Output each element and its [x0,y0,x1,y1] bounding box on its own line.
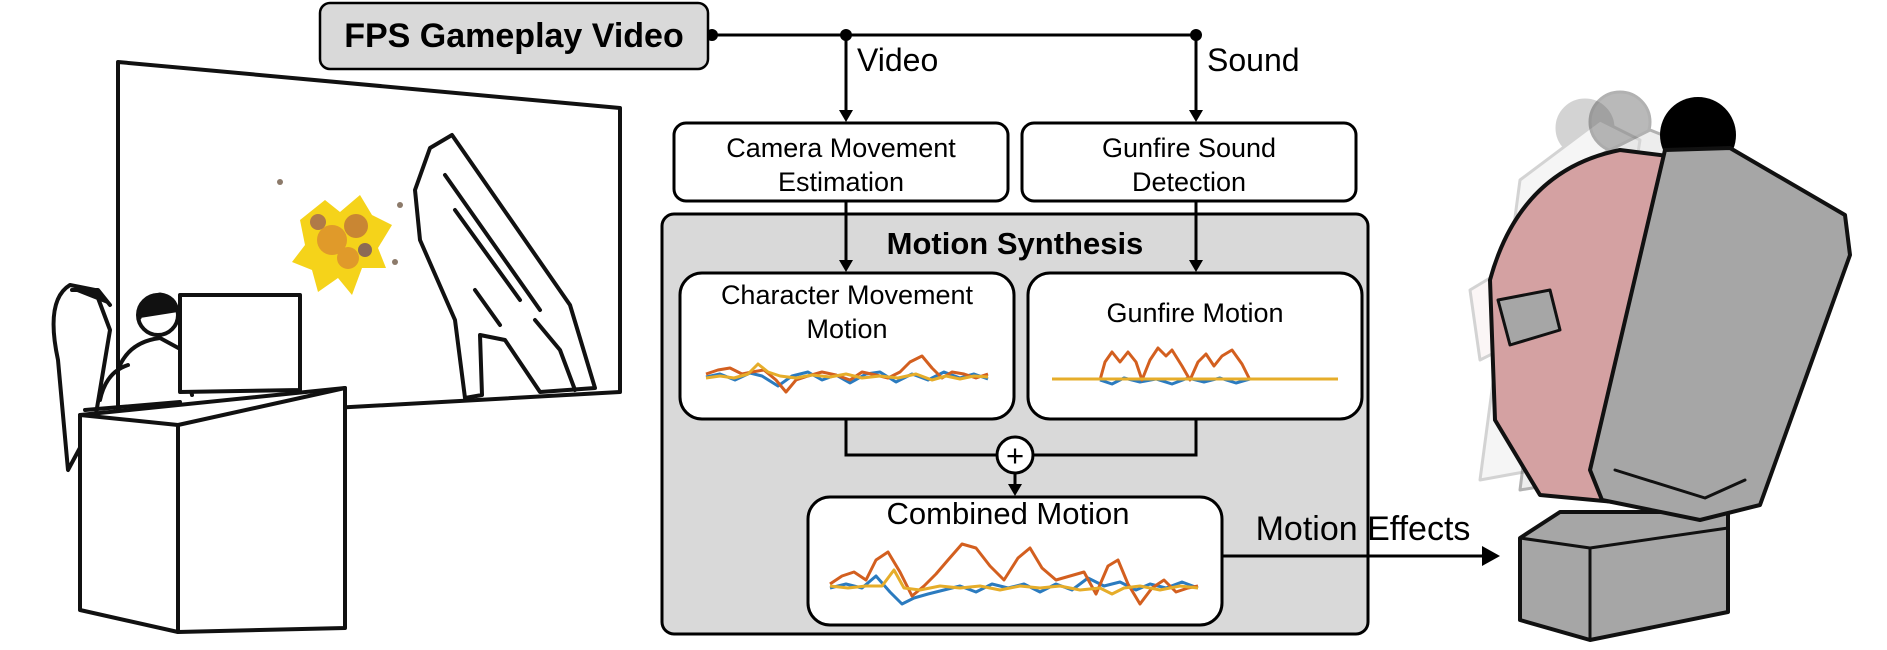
video-junction-dot [840,29,852,41]
combined-signal-orange [829,542,1199,606]
camera-box-line1: Camera Movement [726,133,956,163]
camera-box-line2: Estimation [778,167,904,197]
combined-signal-yellow [829,568,1199,596]
camera-to-character-arrowhead [839,260,853,272]
motion-seat-illustration [1468,90,1852,642]
sound-junction-dot [1190,29,1202,41]
gunfire-motion-label: Gunfire Motion [1106,298,1283,328]
pistol-icon [413,133,597,400]
seat-armrest [1496,288,1562,347]
source-box [318,1,710,71]
gunfire-to-motion-arrowhead [1189,260,1203,272]
sound-branch-label: Sound [1207,42,1300,78]
character-motion-line1: Character Movement [721,280,974,310]
gunfire-motion-box [1026,271,1364,421]
character-signal-yellow [705,362,989,382]
gunfire-detect-line1: Gunfire Sound [1102,133,1276,163]
explosion-icon [277,179,403,295]
merge-arrowhead [1008,484,1022,496]
character-motion-signal-plot [705,354,989,394]
detection-to-motion-connectors [844,201,1198,262]
video-arrowhead [839,110,853,122]
video-branch-label: Video [857,42,938,78]
sound-arrowhead [1189,110,1203,122]
combined-motion-signal-plot [829,542,1199,606]
seat-shell [1588,146,1852,522]
gunfire-detect-line2: Detection [1132,167,1246,197]
source-connectors [712,33,1198,112]
source-box-label: FPS Gameplay Video [344,17,684,55]
player-at-screen-illustration [51,60,622,634]
plus-operator-symbol: + [1006,438,1024,473]
plus-operator-circle [995,435,1035,475]
gunfire-motion-signal-plot [1052,346,1338,386]
camera-movement-estimation-box [672,121,1010,203]
character-motion-line2: Motion [806,314,887,344]
combined-motion-label: Combined Motion [887,496,1130,531]
gunfire-sound-detection-box [1020,121,1358,203]
motion-effects-label: Motion Effects [1256,510,1471,548]
motion-synthesis-title: Motion Synthesis [887,226,1144,261]
motion-effects-arrowhead [1482,546,1500,566]
gunfire-signal-orange [1098,346,1252,382]
